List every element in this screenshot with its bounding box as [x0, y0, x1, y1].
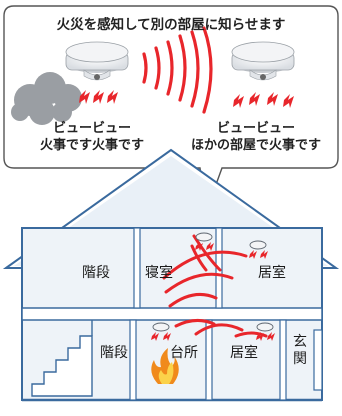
right-alarm-caption-line1: ビュービュー: [216, 121, 295, 136]
room-entrance-char-1: 関: [293, 351, 307, 367]
right-alarm-caption-line2: ほかの部屋で火事です: [190, 138, 321, 153]
alarm-wave-icon: [142, 26, 213, 114]
left-alarm-sound-icon: [79, 90, 118, 104]
house: [2, 148, 340, 402]
right-smoke-detector-icon: [231, 41, 295, 81]
staircase-icon: [31, 320, 93, 397]
right-alarm-caption: ビュービュー ほかの部屋で火事です: [174, 120, 338, 154]
flame-icon: [151, 348, 179, 384]
house-alarm-waves-icon: [162, 234, 268, 338]
smoke-cloud-icon: [11, 72, 82, 125]
room-living-upper: 居室: [258, 265, 286, 281]
diagram-title: 火災を感知して別の部屋に知らせます: [56, 17, 286, 33]
left-alarm-caption-line1: ビュービュー: [52, 121, 131, 136]
left-alarm-caption: ビュービュー 火事です火事です: [4, 120, 180, 154]
room-stairs-upper: 階段: [82, 265, 110, 281]
house-alarm-sound-icon: [151, 242, 275, 341]
room-entrance-char-0: 玄: [293, 334, 307, 350]
house-smoke-detector-icon: [152, 232, 274, 332]
room-stairs-lower: 階段: [100, 345, 128, 361]
room-entrance: 玄関: [292, 334, 308, 368]
room-bedroom: 寝室: [145, 265, 173, 281]
left-smoke-detector-icon: [65, 41, 129, 81]
left-alarm-caption-line2: 火事です火事です: [39, 138, 144, 153]
room-kitchen: 台所: [170, 345, 198, 361]
right-alarm-sound-icon: [233, 92, 294, 108]
room-living-lower: 居室: [230, 345, 258, 361]
